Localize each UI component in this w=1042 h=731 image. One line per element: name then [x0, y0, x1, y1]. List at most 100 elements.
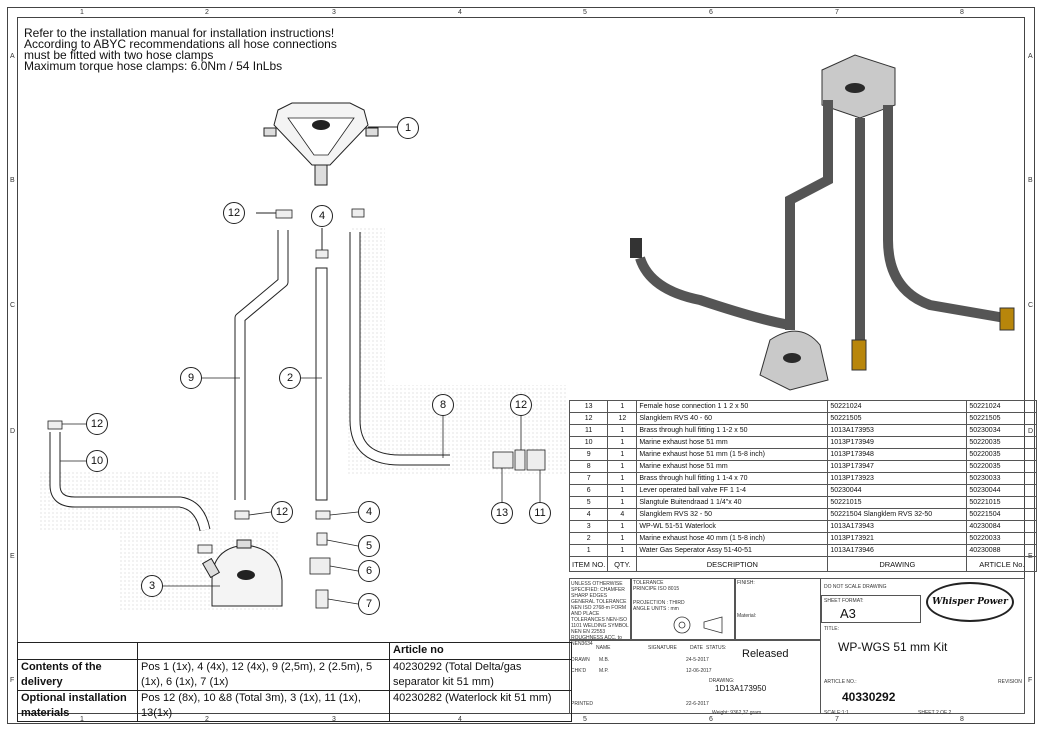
bom-qty: 1	[607, 424, 638, 437]
zone-row-b: B	[10, 177, 15, 184]
bom-drawing: 50230044	[827, 484, 968, 497]
zone-col-6-bottom: 6	[709, 716, 713, 723]
bom-description: Marine exhaust hose 51 mm	[636, 460, 829, 473]
female-hose-connection	[492, 451, 514, 469]
hose-tail	[316, 532, 328, 546]
sheet-number: SHEET 2 OF 2	[918, 710, 952, 716]
zone-row-f: F	[10, 677, 15, 684]
contents-value: Pos 1 (1x), 4 (4x), 12 (4x), 9 (2,5m), 2…	[137, 659, 390, 691]
outer-frame	[7, 7, 1035, 724]
balloon-item-1: 1	[397, 117, 419, 139]
hose-clamp	[315, 249, 329, 259]
bom-article: 50220035	[966, 460, 1038, 473]
balloon-item-2: 2	[279, 367, 301, 389]
bom-article: 50230033	[966, 472, 1038, 485]
bom-qty: 1	[607, 448, 638, 461]
printed-label: PRINTED	[571, 701, 593, 707]
bom-drawing: 1013A173953	[827, 424, 968, 437]
zone-row-b-right: B	[1028, 177, 1033, 184]
balloon-item-6: 6	[358, 560, 380, 582]
bom-item: 13	[568, 400, 609, 413]
whisper-power-logo: Whisper Power	[926, 582, 1014, 622]
bom-header-description: DESCRIPTION	[636, 556, 829, 572]
bom-item: 9	[568, 448, 609, 461]
bom-qty: 1	[607, 484, 638, 497]
bom-drawing: 50221505	[827, 412, 968, 425]
drawing-label: DRAWING:	[709, 678, 735, 684]
weight: Weight: 9362,37 gram	[712, 710, 762, 716]
bom-qty: 1	[607, 532, 638, 545]
bom-qty: 1	[607, 436, 638, 449]
note-line: Refer to the installation manual for ins…	[24, 26, 335, 40]
drawn-name: M.B.	[599, 657, 610, 663]
bom-drawing: 50221504 Slangklem RVS 32-50	[827, 508, 968, 521]
bom-item: 8	[568, 460, 609, 473]
bom-description: Marine exhaust hose 51 mm	[636, 436, 829, 449]
bom-description: Slangklem RVS 40 - 60	[636, 412, 829, 425]
ball-valve	[309, 557, 331, 575]
general-notes-cell	[569, 578, 631, 640]
bom-header-drawing: DRAWING	[827, 556, 968, 572]
zone-col-7: 7	[835, 9, 839, 16]
do-not-scale: DO NOT SCALE DRAWING	[824, 584, 887, 590]
article-no-label: ARTICLE NO.:	[824, 679, 857, 685]
balloon-item-12: 12	[86, 413, 108, 435]
drawing-number: 1D13A173950	[715, 684, 767, 693]
zone-row-a: A	[10, 53, 15, 60]
zone-col-4: 4	[458, 9, 462, 16]
bom-drawing: 1013P173949	[827, 436, 968, 449]
bom-item: 6	[568, 484, 609, 497]
bom-qty: 1	[607, 496, 638, 509]
bom-article: 50220035	[966, 448, 1038, 461]
balloon-item-11: 11	[529, 502, 551, 524]
zone-col-8: 8	[960, 9, 964, 16]
hose-clamp	[47, 420, 63, 430]
bom-description: Female hose connection 1 1 2 x 50	[636, 400, 829, 413]
projection-text: PROJECTION : THIRD ANGLE UNITS : mm	[633, 600, 685, 612]
bom-description: Slangtule Buitendraad 1 1/4"x 40	[636, 496, 829, 509]
contents-article: 40230282 (Waterlock kit 51 mm)	[389, 690, 572, 722]
sheet-format-label: SHEET FORMAT:	[824, 598, 864, 604]
bom-description: Brass through hull fitting 1 1-2 x 50	[636, 424, 829, 437]
bom-description: Marine exhaust hose 40 mm (1 5-8 inch)	[636, 532, 829, 545]
bom-qty: 1	[607, 400, 638, 413]
contents-label: Contents of the delivery	[17, 659, 138, 691]
balloon-item-8: 8	[432, 394, 454, 416]
bom-drawing: 1013A173946	[827, 544, 968, 557]
bom-header-qty: QTY.	[607, 556, 638, 572]
note-line: must be fitted with two hose clamps	[24, 48, 214, 62]
title-label: TITLE:	[824, 626, 840, 632]
contents-label: Optional installation materials	[17, 690, 138, 722]
bom-article: 40230084	[966, 520, 1038, 533]
bom-description: Lever operated ball valve FF 1 1-4	[636, 484, 829, 497]
logo-text: Whisper Power	[932, 596, 1008, 607]
bom-qty: 1	[607, 460, 638, 473]
name-label: NAME	[596, 645, 611, 651]
zone-row-d: D	[10, 428, 16, 435]
contents-value: Pos 12 (8x), 10 &8 (Total 3m), 3 (1x), 1…	[137, 690, 390, 722]
tolerance-text: TOLERANCE PRINCIPE ISO 8015	[633, 580, 680, 592]
zone-col-7-bottom: 7	[835, 716, 839, 723]
material-label: Material:	[737, 613, 757, 619]
zone-col-5-bottom: 5	[583, 716, 587, 723]
balloon-item-4: 4	[358, 501, 380, 523]
checked-date: 12-06-2017	[686, 668, 712, 674]
bom-article: 50221015	[966, 496, 1038, 509]
through-hull-fitting	[526, 449, 546, 471]
bom-article: 50221024	[966, 400, 1038, 413]
installation-notes: Refer to the installation manual for ins…	[24, 26, 337, 72]
third-angle-projection-icon	[673, 616, 723, 634]
printed-date: 22-6-2017	[686, 701, 709, 707]
sheet-format-cell	[821, 595, 921, 623]
